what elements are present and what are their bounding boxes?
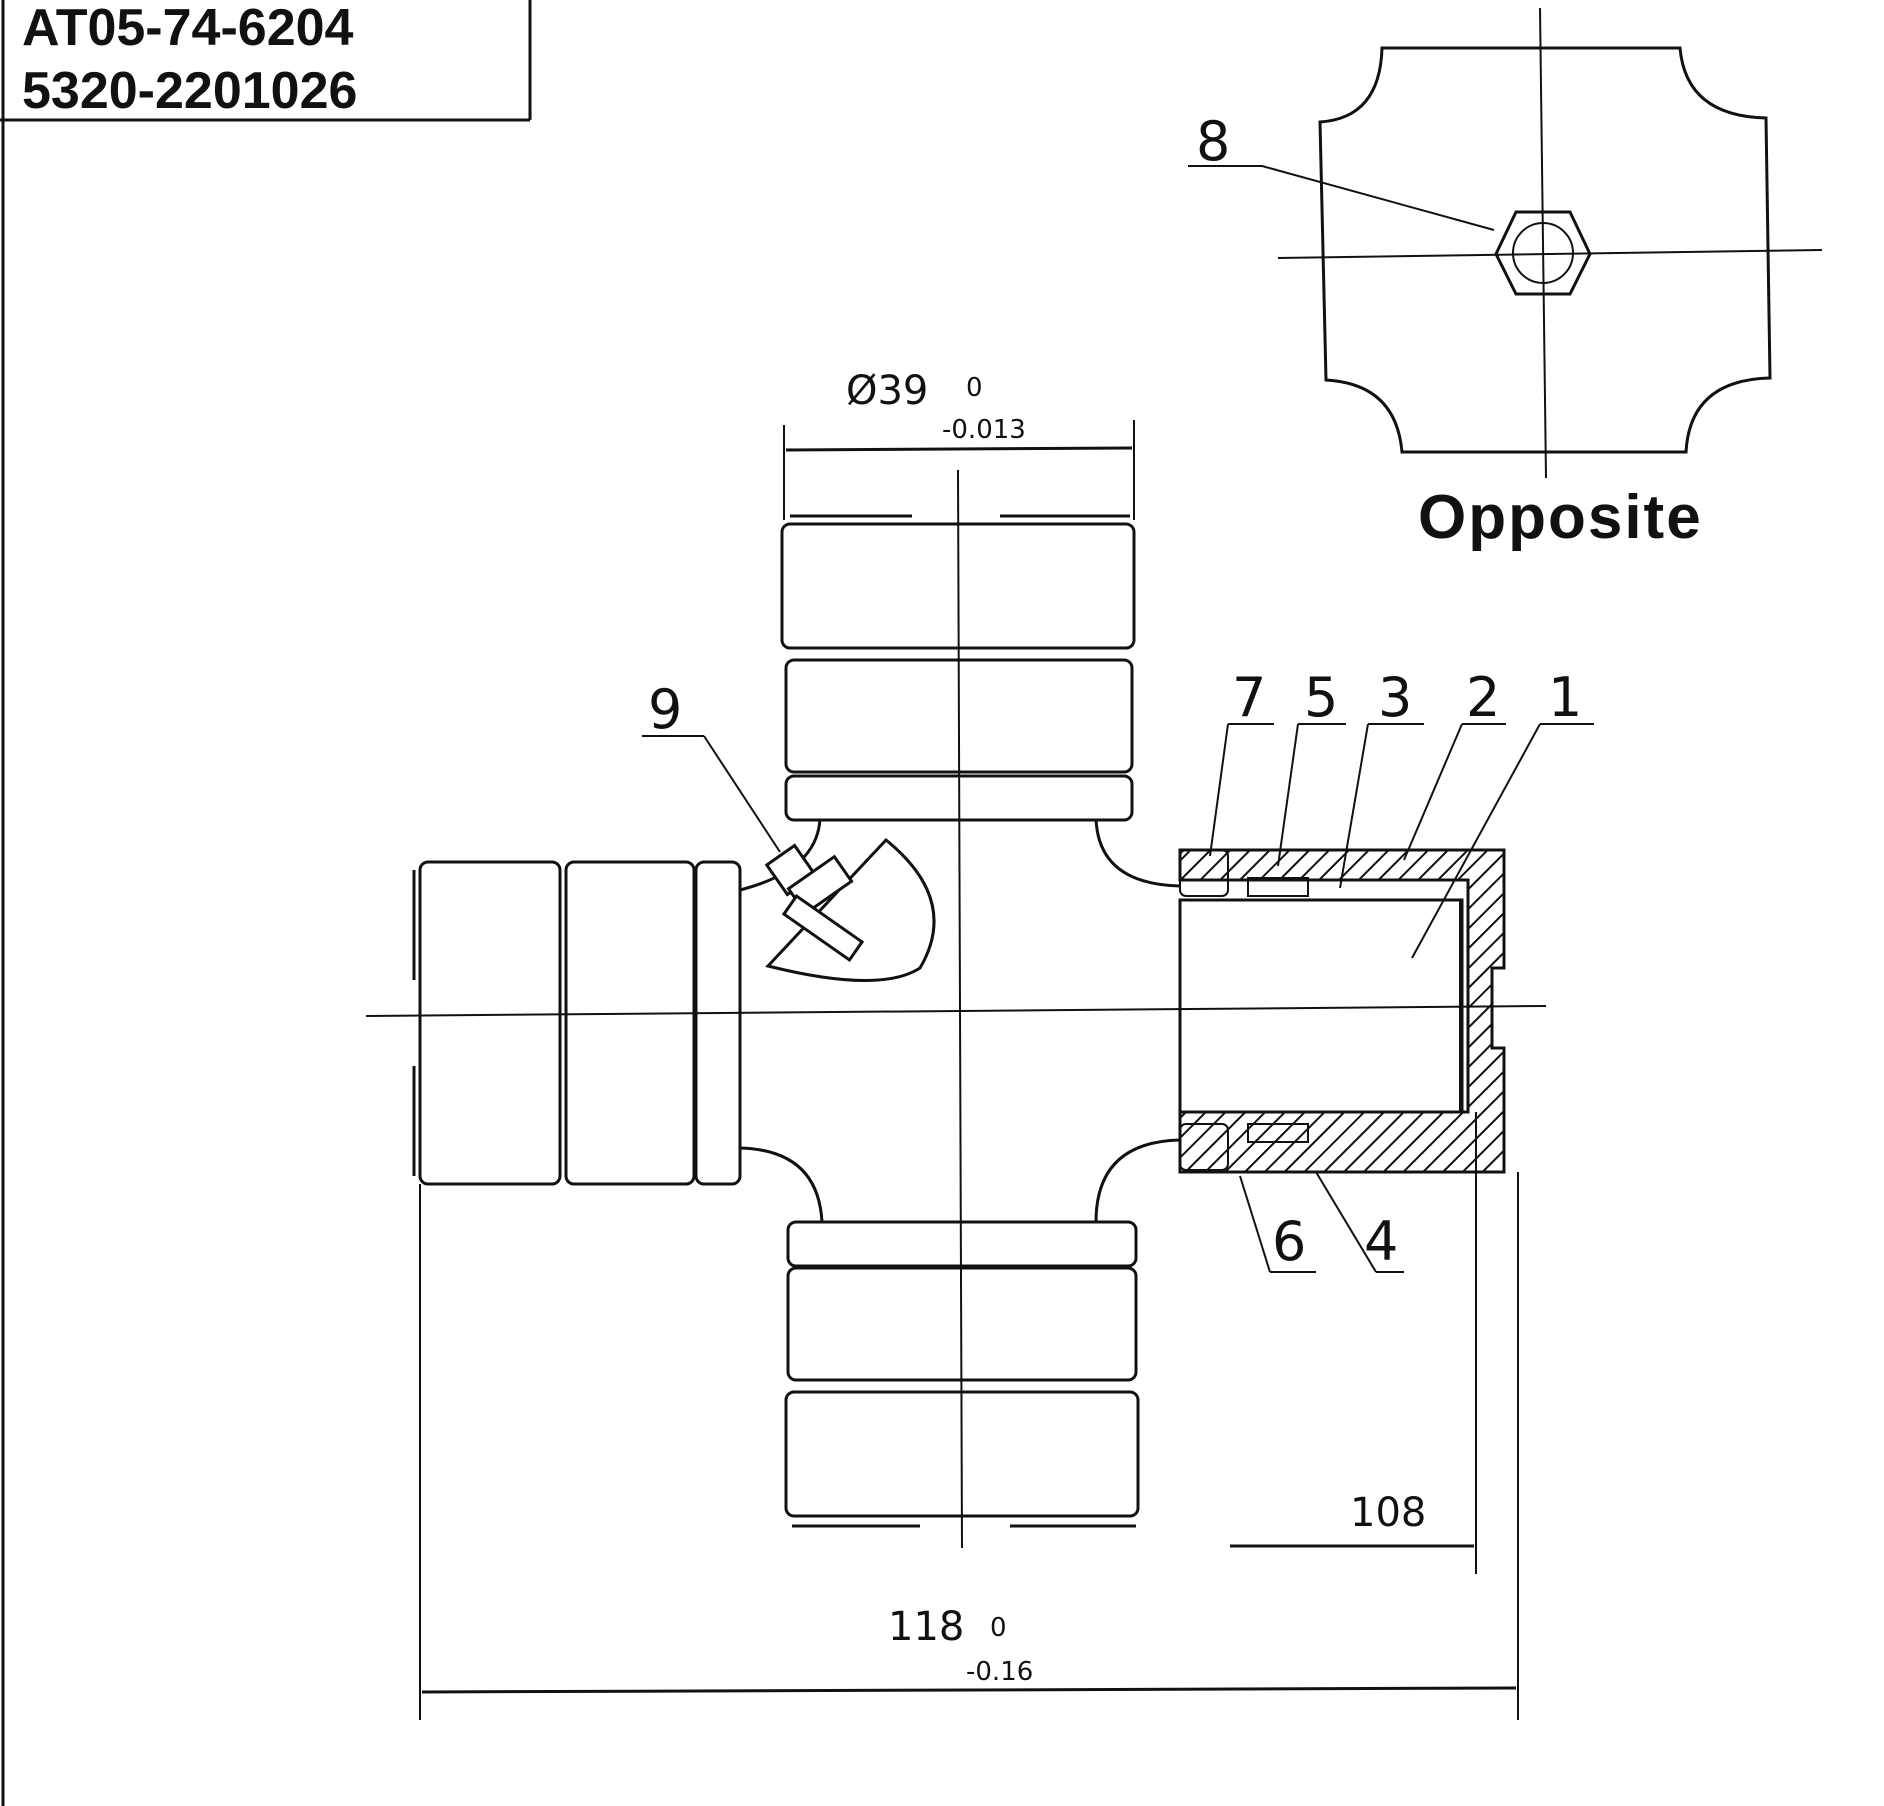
callout-2: 2	[1466, 666, 1500, 729]
part-number-1: AT05-74-6204	[22, 0, 354, 57]
callouts: 9 7 5 3 2 1 6 4	[642, 666, 1594, 1273]
diameter-dimension: Ø39 0 -0.013	[783, 368, 1135, 520]
dimension-118-value: 118	[888, 1604, 964, 1650]
callout-5: 5	[1304, 666, 1338, 729]
callout-8: 8	[1196, 110, 1230, 173]
cross-body	[739, 817, 1181, 1223]
view-caption-opposite: Opposite	[1418, 483, 1703, 552]
callout-9: 9	[648, 678, 682, 741]
callout-4: 4	[1364, 1210, 1398, 1273]
diameter-upper-tolerance: 0	[966, 373, 983, 403]
opposite-view: 8 Opposite	[1188, 7, 1823, 552]
part-number-2: 5320-2201026	[22, 62, 357, 120]
title-block: AT05-74-6204 5320-2201026	[0, 0, 532, 1806]
left-bearing-cup	[412, 860, 742, 1186]
center-lines	[365, 469, 1547, 1549]
dimension-118-upper-tolerance: 0	[990, 1613, 1007, 1643]
diameter-lower-tolerance: -0.013	[942, 415, 1026, 445]
callout-6: 6	[1272, 1210, 1306, 1273]
right-bearing-cup-section	[1178, 848, 1506, 1174]
callout-7: 7	[1232, 666, 1266, 729]
dimension-108: 108	[1230, 1112, 1477, 1574]
callout-1: 1	[1548, 666, 1582, 729]
dimension-118: 118 0 -0.16	[419, 1172, 1519, 1720]
diameter-value: Ø39	[846, 368, 928, 414]
dimension-108-value: 108	[1350, 1490, 1426, 1536]
grease-fitting	[764, 837, 936, 982]
dimension-118-lower-tolerance: -0.16	[966, 1657, 1033, 1687]
callout-3: 3	[1378, 666, 1412, 729]
